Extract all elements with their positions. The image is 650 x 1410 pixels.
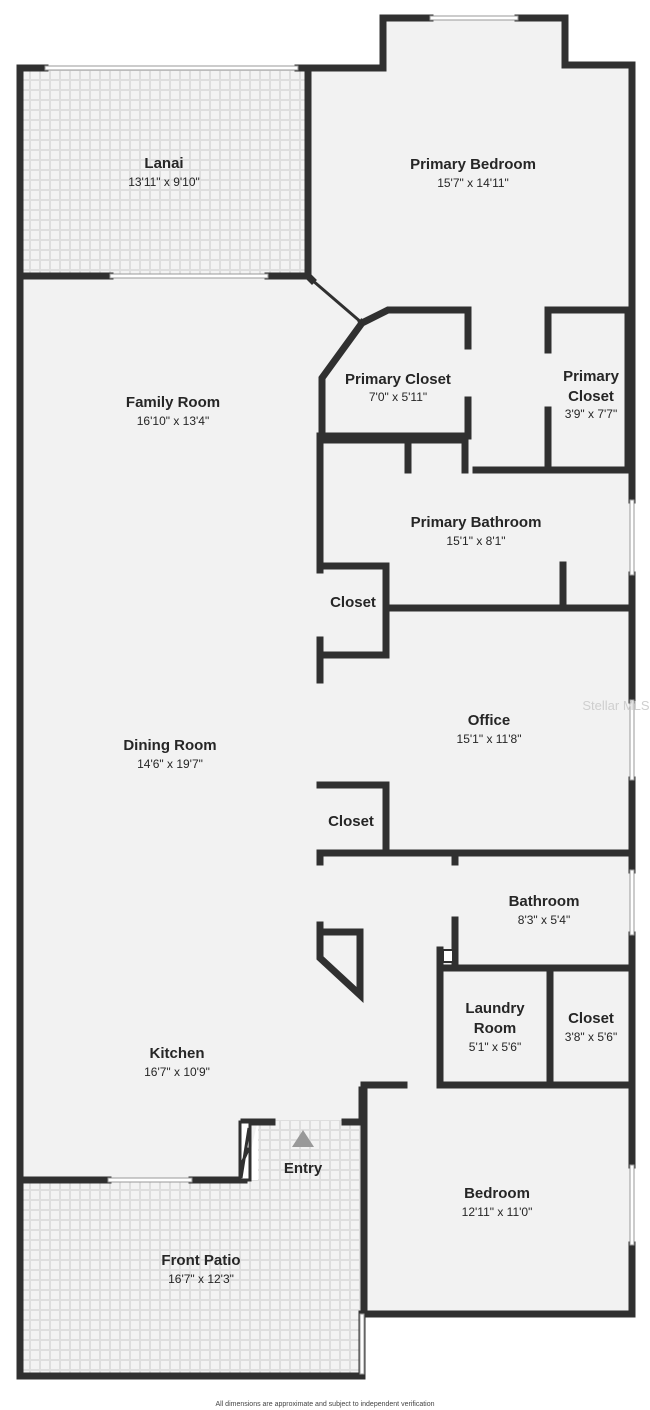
lanai-floor bbox=[20, 68, 305, 276]
entry-arrow-icon bbox=[292, 1130, 314, 1147]
lanai-dims: 13'11" x 9'10" bbox=[128, 175, 200, 189]
laundry-room-name-line2: Room bbox=[474, 1020, 517, 1037]
lanai-name: Lanai bbox=[144, 155, 183, 172]
front-patio-name: Front Patio bbox=[161, 1252, 240, 1269]
office-dims: 15'1" x 11'8" bbox=[457, 732, 522, 746]
watermark: Stellar MLS bbox=[582, 698, 650, 713]
closet-3-name: Closet bbox=[568, 1010, 614, 1027]
kitchen-name: Kitchen bbox=[149, 1045, 204, 1062]
footer-note: All dimensions are approximate and subje… bbox=[215, 1401, 434, 1408]
windows bbox=[44, 15, 635, 1375]
kitchen-dims: 16'7" x 10'9" bbox=[144, 1065, 210, 1079]
entry-name: Entry bbox=[284, 1160, 323, 1177]
room-labels: Lanai 13'11" x 9'10" Primary Bedroom 15'… bbox=[123, 155, 619, 1286]
primary-bedroom-name: Primary Bedroom bbox=[410, 156, 536, 173]
bedroom-dims: 12'11" x 11'0" bbox=[462, 1205, 533, 1219]
front-patio-dims: 16'7" x 12'3" bbox=[168, 1272, 234, 1286]
primary-closet-2-name-line1: Primary bbox=[563, 368, 620, 385]
interior-floor bbox=[20, 18, 632, 1314]
closet-1-name: Closet bbox=[330, 594, 376, 611]
primary-closet-1-name: Primary Closet bbox=[345, 371, 451, 388]
primary-closet-1-dims: 7'0" x 5'11" bbox=[369, 390, 427, 404]
primary-closet-2-name-line2: Closet bbox=[568, 388, 614, 405]
primary-bathroom-name: Primary Bathroom bbox=[411, 514, 542, 531]
laundry-room-dims: 5'1" x 5'6" bbox=[469, 1040, 521, 1054]
dining-room-dims: 14'6" x 19'7" bbox=[137, 757, 203, 771]
office-name: Office bbox=[468, 712, 511, 729]
front-patio-floor bbox=[20, 1180, 362, 1375]
primary-closet-2-dims: 3'9" x 7'7" bbox=[565, 407, 617, 421]
closet-3-dims: 3'8" x 5'6" bbox=[565, 1030, 617, 1044]
bathroom-name: Bathroom bbox=[509, 893, 580, 910]
family-room-dims: 16'10" x 13'4" bbox=[137, 414, 210, 428]
floor-fills bbox=[20, 18, 632, 1375]
laundry-room-name-line1: Laundry bbox=[465, 1000, 525, 1017]
closet-2-name: Closet bbox=[328, 813, 374, 830]
primary-bathroom-dims: 15'1" x 8'1" bbox=[446, 534, 505, 548]
primary-bedroom-dims: 15'7" x 14'11" bbox=[437, 176, 509, 190]
interior-walls bbox=[238, 278, 632, 1182]
family-room-name: Family Room bbox=[126, 394, 220, 411]
bathroom-dims: 8'3" x 5'4" bbox=[518, 913, 570, 927]
entry-floor bbox=[258, 1120, 362, 1182]
dining-room-name: Dining Room bbox=[123, 737, 216, 754]
bedroom-name: Bedroom bbox=[464, 1185, 530, 1202]
